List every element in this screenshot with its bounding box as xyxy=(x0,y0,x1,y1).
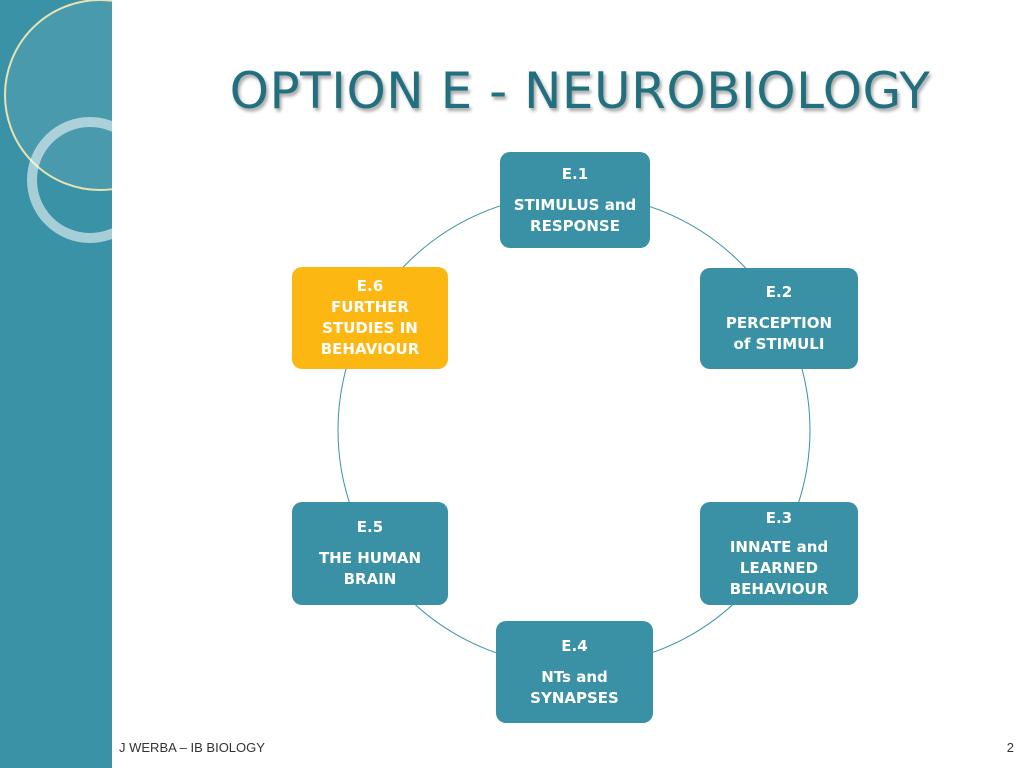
footer-author: J WERBA – IB BIOLOGY xyxy=(119,740,265,755)
node-text-line: INNATE and xyxy=(729,537,829,556)
decorative-rings-icon xyxy=(4,0,112,243)
node-e4-nts-synapses: E.4 NTs and SYNAPSES xyxy=(496,621,653,723)
slide-title: OPTION E - NEUROBIOLOGY xyxy=(229,62,931,120)
node-text-line: BRAIN xyxy=(343,570,397,588)
node-text-line: SYNAPSES xyxy=(530,688,619,707)
node-text-line: RESPONSE xyxy=(530,216,620,235)
node-text-line: FURTHER xyxy=(331,298,409,316)
node-e6-further-studies-behaviour: E.6 FURTHER STUDIES IN BEHAVIOUR xyxy=(292,267,448,369)
node-text-line: THE HUMAN xyxy=(318,549,422,567)
node-code: E.4 xyxy=(561,636,588,655)
page-number: 2 xyxy=(1006,740,1014,755)
node-code: E.3 xyxy=(765,508,793,527)
node-e2-perception-stimuli: E.2 PERCEPTION of STIMULI xyxy=(700,268,858,369)
node-text-line: STIMULUS and xyxy=(513,195,637,214)
node-text-line: PERCEPTION xyxy=(725,314,833,332)
side-decoration-bar xyxy=(0,0,112,768)
node-code: E.1 xyxy=(561,164,589,183)
node-text-line: BEHAVIOUR xyxy=(729,579,829,598)
node-text-line: STUDIES IN xyxy=(322,319,418,337)
node-code: E.5 xyxy=(356,518,384,536)
node-e3-innate-learned-behaviour: E.3 INNATE and LEARNED BEHAVIOUR xyxy=(700,502,858,605)
node-e1-stimulus-response: E.1 STIMULUS and RESPONSE xyxy=(500,152,650,248)
node-code: E.6 xyxy=(356,277,384,295)
node-e5-human-brain: E.5 THE HUMAN BRAIN xyxy=(292,502,448,605)
node-code: E.2 xyxy=(765,283,793,301)
node-text-line: LEARNED xyxy=(739,558,819,577)
node-text-line: BEHAVIOUR xyxy=(320,340,420,358)
node-text-line: of STIMULI xyxy=(733,335,825,353)
node-text-line: NTs and xyxy=(541,667,608,686)
